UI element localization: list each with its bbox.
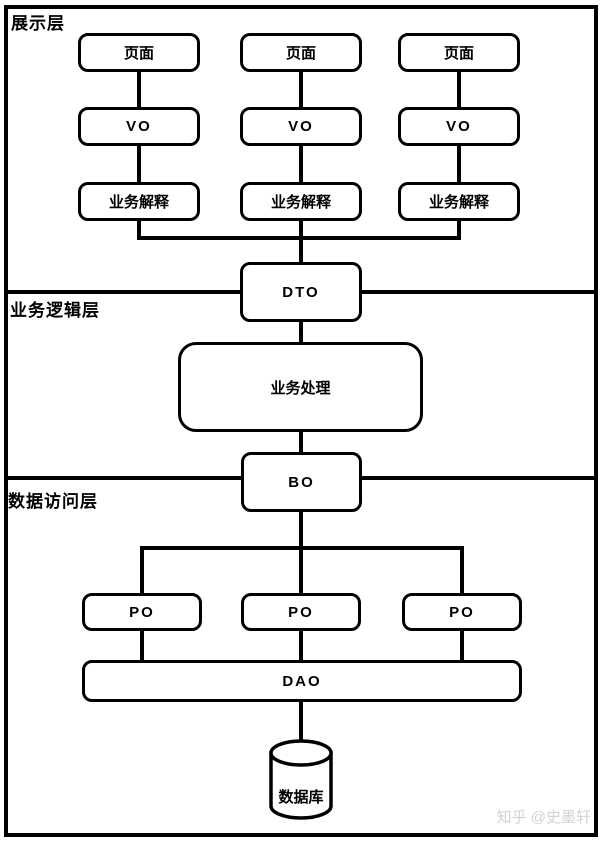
node-vo-2-label: VO [288,118,314,135]
node-po-1: PO [82,593,202,631]
node-page-2-label: 页面 [285,45,316,62]
connector-interpret-bus-1 [137,219,141,240]
node-vo-2: VO [240,107,362,146]
node-interpret-1: 业务解释 [78,182,200,221]
connector-page-vo-1 [137,70,141,110]
layer-label-data-access: 数据访问层 [8,492,98,511]
node-vo-1-label: VO [126,118,152,135]
connector-vo-interpret-1 [137,144,141,185]
connector-po-dao-1 [140,629,144,663]
node-po-3: PO [402,593,522,631]
diagram-border [4,5,598,837]
connector-vo-interpret-2 [299,144,303,185]
node-vo-3: VO [398,107,520,146]
node-business-process-label: 业务处理 [270,379,331,397]
connector-process-bo [299,430,303,456]
node-page-1-label: 页面 [123,45,154,62]
node-business-process: 业务处理 [178,342,423,432]
connector-bus-dto [299,236,303,266]
node-dao-label: DAO [282,672,322,690]
node-dto: DTO [240,262,362,322]
node-po-3-label: PO [449,603,475,621]
connector-bo-bus [299,510,303,550]
watermark: 知乎 @史墨轩 [496,809,591,826]
layer-label-business-logic: 业务逻辑层 [10,301,100,320]
node-bo-label: BO [288,473,315,491]
connector-page-vo-3 [457,70,461,110]
connector-vo-interpret-3 [457,144,461,185]
node-dto-label: DTO [282,283,320,301]
node-vo-1: VO [78,107,200,146]
node-interpret-2-label: 业务解释 [270,194,331,211]
node-interpret-2: 业务解释 [240,182,362,221]
layer-label-presentation: 展示层 [11,14,65,33]
node-po-2: PO [241,593,361,631]
connector-dto-process [299,320,303,346]
node-page-2: 页面 [240,33,362,72]
database-cylinder-icon [269,739,333,820]
node-po-1-label: PO [129,603,155,621]
node-interpret-3-label: 业务解释 [428,194,489,211]
node-page-3: 页面 [398,33,520,72]
node-vo-3-label: VO [446,118,472,135]
node-interpret-1-label: 业务解释 [108,194,169,211]
node-database-label: 数据库 [278,789,324,806]
connector-bus-po-2 [299,546,303,596]
node-po-2-label: PO [288,603,314,621]
connector-dao-database [299,700,303,742]
node-page-3-label: 页面 [443,45,474,62]
node-interpret-3: 业务解释 [398,182,520,221]
connector-page-vo-2 [299,70,303,110]
connector-bus-po-1 [140,546,144,596]
connector-bus-po-3 [460,546,464,596]
connector-interpret-bus-3 [457,219,461,240]
connector-po-dao-3 [460,629,464,663]
node-bo: BO [241,452,362,512]
node-dao: DAO [82,660,522,702]
node-page-1: 页面 [78,33,200,72]
connector-po-dao-2 [299,629,303,663]
connector-interpret-bus-2 [299,219,303,240]
